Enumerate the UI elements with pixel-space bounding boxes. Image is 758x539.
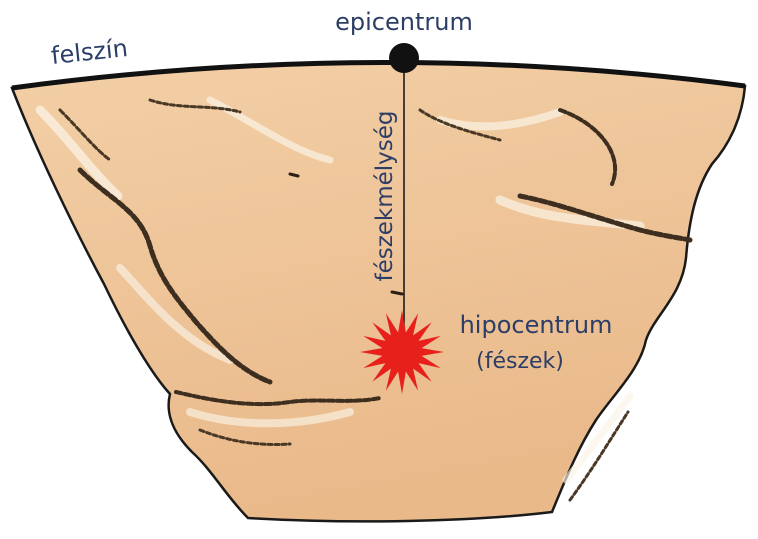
epicenter-label: epicentrum bbox=[335, 8, 473, 36]
epicenter-dot-icon bbox=[389, 43, 419, 73]
hypocenter-burst-icon bbox=[360, 310, 444, 394]
hypocenter-label: hipocentrum bbox=[460, 311, 613, 339]
surface-label: felszín bbox=[50, 34, 129, 70]
focal-depth-label: fészekmélység bbox=[372, 110, 398, 281]
hypocenter-sublabel: (fészek) bbox=[476, 349, 564, 374]
